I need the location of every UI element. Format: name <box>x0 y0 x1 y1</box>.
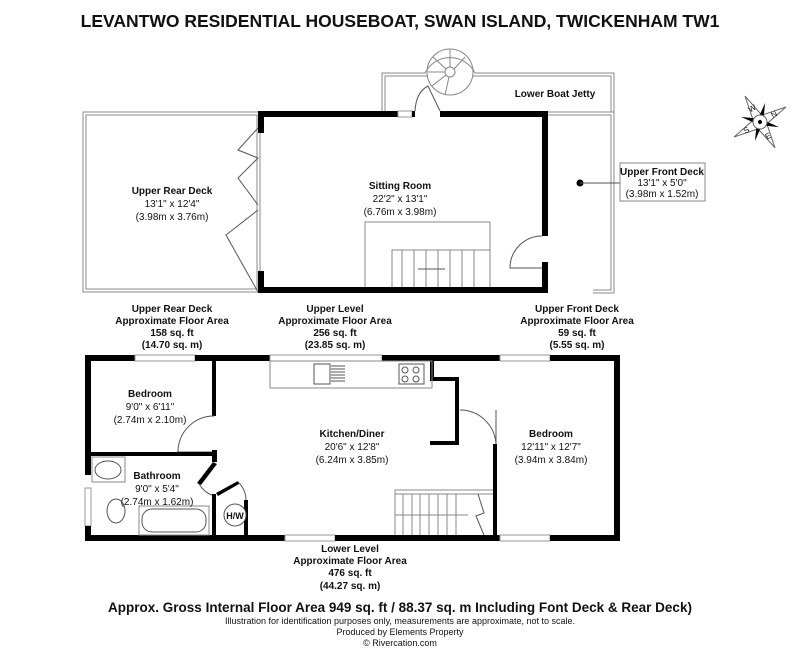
compass-e: E <box>764 131 773 141</box>
area-sqm: (23.85 sq. m) <box>305 340 366 351</box>
upper-front-deck: Upper Front Deck 13'1" x 5'0" (3.98m x 1… <box>548 111 706 294</box>
area-name: Upper Level <box>306 304 363 315</box>
area-label: Approximate Floor Area <box>520 316 634 327</box>
area-sqft: 256 sq. ft <box>313 328 357 339</box>
spiral-staircase <box>426 48 474 96</box>
gross-area: Approx. Gross Internal Floor Area 949 sq… <box>108 600 692 615</box>
room-dimensions-imperial: 22'2" x 13'1" <box>373 194 428 205</box>
area-sqft: 158 sq. ft <box>150 328 194 339</box>
area-sqft: 59 sq. ft <box>558 328 596 339</box>
room-dimensions-metric: (3.98m x 3.76m) <box>136 212 209 223</box>
room-name: Bathroom <box>133 471 180 482</box>
compass-w: W <box>747 103 758 115</box>
area-label: Approximate Floor Area <box>278 316 392 327</box>
area-name: Upper Front Deck <box>535 304 619 315</box>
compass-rose-icon: W N E S <box>733 95 787 149</box>
jetty-label: Lower Boat Jetty <box>515 89 596 100</box>
area-label: Approximate Floor Area <box>293 556 407 567</box>
room-bathroom: Bathroom 9'0" x 5'4" (2.74m x 1.62m) <box>121 471 194 508</box>
area-upper-level: Upper Level Approximate Floor Area 256 s… <box>278 304 392 351</box>
produced-by: Produced by Elements Property <box>336 627 464 637</box>
area-label: Approximate Floor Area <box>115 316 229 327</box>
compass-n: N <box>769 109 779 120</box>
area-name: Lower Level <box>321 544 379 555</box>
area-upper-front-deck: Upper Front Deck Approximate Floor Area … <box>520 304 634 351</box>
room-dimensions-imperial: 12'11" x 12'7" <box>521 442 581 453</box>
room-dimensions-imperial: 20'6" x 12'8" <box>325 442 380 453</box>
room-bedroom-1: Bedroom 9'0" x 6'11" (2.74m x 2.10m) <box>114 389 187 426</box>
room-dimensions-metric: (6.24m x 3.85m) <box>316 455 389 466</box>
room-name: Bedroom <box>128 389 172 400</box>
hot-water-label: H/W <box>226 511 244 521</box>
copyright: © Rivercation.com <box>363 638 437 648</box>
area-upper-rear-deck: Upper Rear Deck Approximate Floor Area 1… <box>115 304 229 351</box>
room-dimensions-imperial: 9'0" x 6'11" <box>126 402 175 413</box>
area-name: Upper Rear Deck <box>132 304 213 315</box>
upper-rear-deck: Upper Rear Deck 13'1" x 12'4" (3.98m x 3… <box>82 111 261 293</box>
bathroom-fittings <box>91 456 210 536</box>
room-dimensions-imperial: 9'0" x 5'4" <box>135 484 179 495</box>
area-lower-level: Lower Level Approximate Floor Area 476 s… <box>293 544 407 592</box>
room-dimensions-imperial: 13'1" x 12'4" <box>145 199 200 210</box>
footer: Approx. Gross Internal Floor Area 949 sq… <box>108 600 692 648</box>
room-dimensions-metric: (2.74m x 1.62m) <box>121 497 194 508</box>
room-dimensions-imperial: 13'1" x 5'0" <box>637 178 687 189</box>
disclaimer: Illustration for identification purposes… <box>225 616 575 626</box>
kitchen-counter <box>269 360 433 389</box>
lower-level: H/W Bedroom 9'0" x 6'11" (2.74m x 2.10m)… <box>84 354 620 592</box>
page-title: LEVANTWO RESIDENTIAL HOUSEBOAT, SWAN ISL… <box>81 11 720 31</box>
lower-boat-jetty: Lower Boat Jetty <box>381 48 615 112</box>
compass-s: S <box>742 125 751 135</box>
area-sqm: (14.70 sq. m) <box>142 340 203 351</box>
room-name: Sitting Room <box>369 181 431 192</box>
staircase <box>364 221 491 287</box>
room-name: Bedroom <box>529 429 573 440</box>
area-sqft: 476 sq. ft <box>328 568 372 579</box>
area-sqm: (44.27 sq. m) <box>320 581 381 592</box>
room-kitchen-diner: Kitchen/Diner 20'6" x 12'8" (6.24m x 3.8… <box>316 429 389 466</box>
area-sqm: (5.55 sq. m) <box>549 340 604 351</box>
upper-level: Lower Boat Jetty Upper Rear Deck 13'1" x… <box>82 48 706 351</box>
sitting-room: Sitting Room 22'2" x 13'1" (6.76m x 3.98… <box>258 85 548 293</box>
hob-icon <box>398 363 425 385</box>
room-dimensions-metric: (2.74m x 2.10m) <box>114 415 187 426</box>
room-bedroom-2: Bedroom 12'11" x 12'7" (3.94m x 3.84m) <box>515 429 588 466</box>
room-name: Upper Rear Deck <box>132 186 213 197</box>
room-dimensions-metric: (3.98m x 1.52m) <box>626 189 699 200</box>
room-dimensions-metric: (6.76m x 3.98m) <box>364 207 437 218</box>
room-dimensions-metric: (3.94m x 3.84m) <box>515 455 588 466</box>
room-name: Upper Front Deck <box>620 167 704 178</box>
room-name: Kitchen/Diner <box>319 429 384 440</box>
staircase <box>394 489 493 536</box>
